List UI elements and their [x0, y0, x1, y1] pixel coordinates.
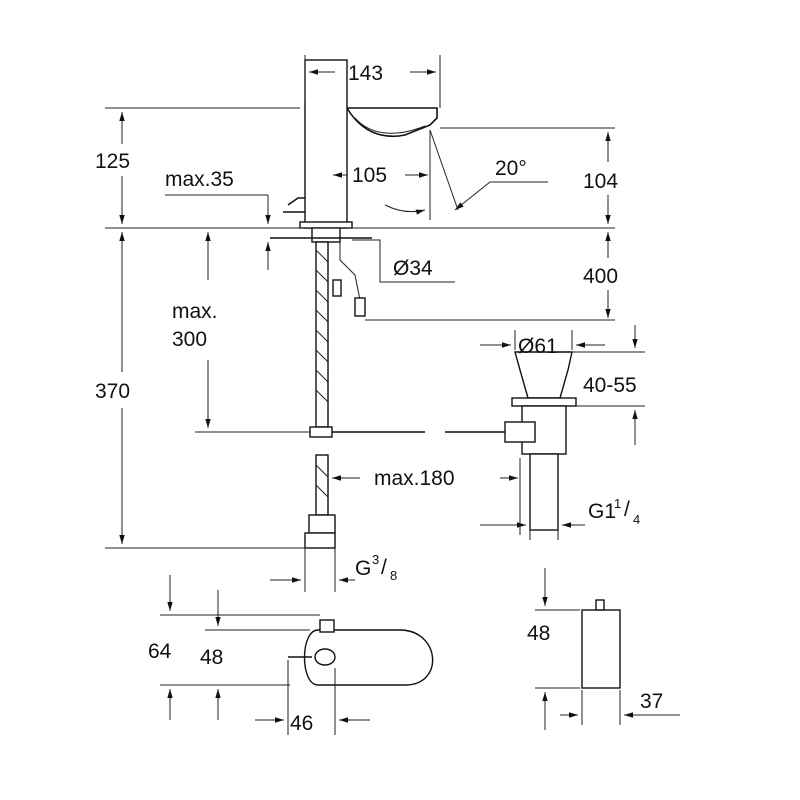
dim-box-37: 37: [640, 690, 663, 713]
svg-text:/: /: [624, 498, 630, 521]
dim-diameter-34: Ø34: [393, 257, 433, 280]
dim-104: 104: [583, 170, 618, 193]
dim-max-35: max.35: [165, 168, 234, 191]
dim-plan-48: 48: [200, 646, 223, 669]
control-box: [535, 568, 680, 730]
dim-370: 370: [95, 380, 130, 403]
dimension-lines: [105, 55, 645, 592]
dim-plan-46: 46: [290, 712, 313, 735]
dim-g1-1-4: G1 1 / 4: [588, 496, 640, 527]
svg-text:3: 3: [372, 552, 379, 567]
svg-text:1: 1: [614, 496, 621, 511]
drain-assembly: [504, 351, 577, 531]
dim-diameter-61: Ø61: [518, 335, 558, 358]
dim-max-300-value: 300: [172, 328, 207, 351]
dim-angle: 20°: [495, 157, 527, 180]
dim-40-55: 40-55: [583, 374, 637, 397]
svg-text:G1: G1: [588, 500, 616, 523]
dim-400: 400: [583, 265, 618, 288]
svg-text:G: G: [355, 557, 371, 580]
dim-105: 105: [352, 164, 387, 187]
svg-text:/: /: [381, 556, 387, 579]
dim-max-300-label: max.: [172, 300, 218, 323]
dim-max-180: max.180: [374, 467, 455, 490]
dim-143: 143: [348, 62, 383, 85]
dim-box-48: 48: [527, 622, 550, 645]
svg-text:4: 4: [633, 512, 640, 527]
dim-g-3-8: G 3 / 8: [355, 552, 397, 583]
dim-plan-64: 64: [148, 640, 172, 663]
dim-125: 125: [95, 150, 130, 173]
svg-text:8: 8: [390, 568, 397, 583]
faucet-plan-view: [160, 575, 434, 735]
